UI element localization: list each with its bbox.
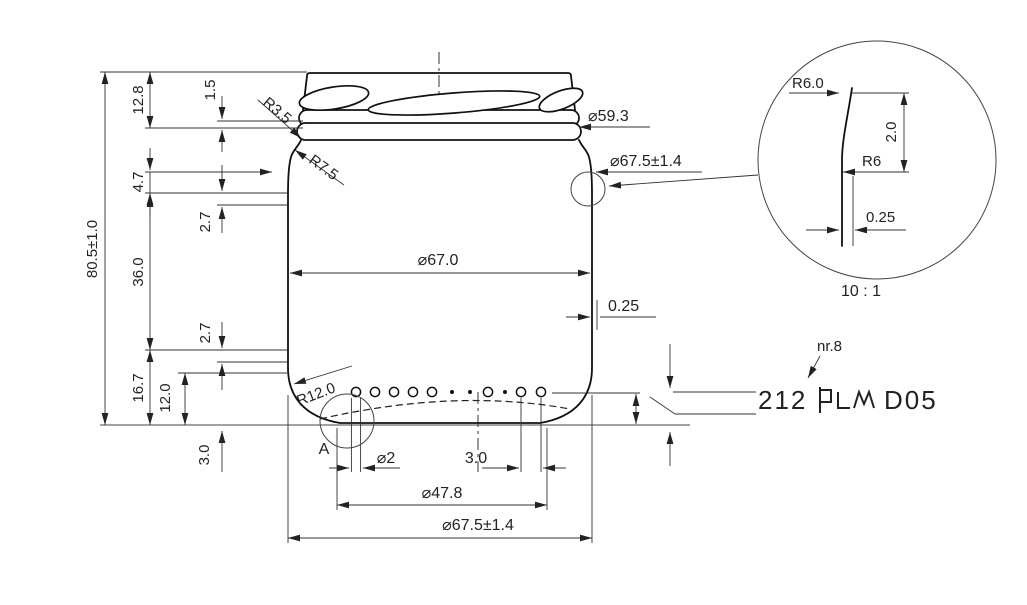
embossing-note: nr.8 xyxy=(817,338,842,355)
dim-dia-max-lower: ⌀67.5±1.4 xyxy=(442,517,514,534)
dim-knurl-pitch: 3.0 xyxy=(465,450,487,467)
detail-a-circle xyxy=(319,393,375,449)
dimension-chains-left: 80.5±1.0 12.8 4.7 36.0 16.7 1.5 2.7 2.7 … xyxy=(84,71,307,472)
jar-body-profile xyxy=(287,139,593,424)
finish-lip xyxy=(302,72,576,111)
embossing-code-right: D05 xyxy=(884,385,938,415)
detail-wall-profile xyxy=(841,87,853,247)
thread-segment-center xyxy=(367,90,541,116)
dimensions-bottom: ⌀2 3.0 ⌀47.8 ⌀67.5±1.4 A xyxy=(287,393,593,543)
dim-heel-band: 12.0 xyxy=(157,383,174,412)
neck-bead-ring-lower xyxy=(296,122,582,141)
detail-scale-label: 10 : 1 xyxy=(841,283,881,300)
dim-neck-band: 4.7 xyxy=(130,172,147,193)
detail-a-label: A xyxy=(319,441,330,458)
detail-view-10-1: R6.0 2.0 R6 0.25 10 : 1 xyxy=(757,40,997,300)
dim-shoulder-lower: 2.7 xyxy=(197,323,214,344)
dim-shoulder-upper: 2.7 xyxy=(197,212,214,233)
manufacturer-logo-icon xyxy=(819,387,875,413)
thread-segment-left xyxy=(298,84,370,112)
dim-radius-neck: R3.5 xyxy=(259,94,294,127)
dim-dia-body: ⌀67.0 xyxy=(418,252,459,269)
detail-r-top: R6.0 xyxy=(792,75,824,92)
dim-lip: 1.5 xyxy=(202,80,219,101)
dim-total-height: 80.5±1.0 xyxy=(84,220,101,278)
jar-outline xyxy=(100,52,690,472)
dim-radius-heel: R12.0 xyxy=(294,380,337,410)
detail-wall-thickness: 0.25 xyxy=(866,209,895,226)
dim-wall-offset: 0.25 xyxy=(608,298,639,315)
dim-finish-height: 12.8 xyxy=(130,85,147,114)
dim-body-height: 36.0 xyxy=(130,257,147,286)
thread-segment-right xyxy=(538,87,584,113)
detail-view-circle xyxy=(757,40,997,280)
detail-r-bottom: R6 xyxy=(862,153,881,170)
embossing-annotation: 212 D05 nr.8 xyxy=(552,338,938,466)
dim-dia-base: ⌀47.8 xyxy=(422,485,463,502)
dim-dia-max-upper: ⌀67.5±1.4 xyxy=(610,153,682,170)
dim-base-offset: 3.0 xyxy=(196,445,213,466)
base-knurls xyxy=(350,386,547,398)
dim-dia-finish: ⌀59.3 xyxy=(588,108,629,125)
diameters-upper-right: ⌀59.3 ⌀67.5±1.4 xyxy=(570,108,759,207)
base-pushup-hidden-line xyxy=(319,399,571,420)
dim-heel-height: 16.7 xyxy=(130,373,147,402)
body-diameter: ⌀67.0 0.25 xyxy=(290,252,656,330)
embossing-code-left: 212 xyxy=(758,385,807,415)
detail-source-circle xyxy=(570,171,606,207)
dim-knurl-dia: ⌀2 xyxy=(377,450,396,467)
detail-height: 2.0 xyxy=(883,122,900,143)
